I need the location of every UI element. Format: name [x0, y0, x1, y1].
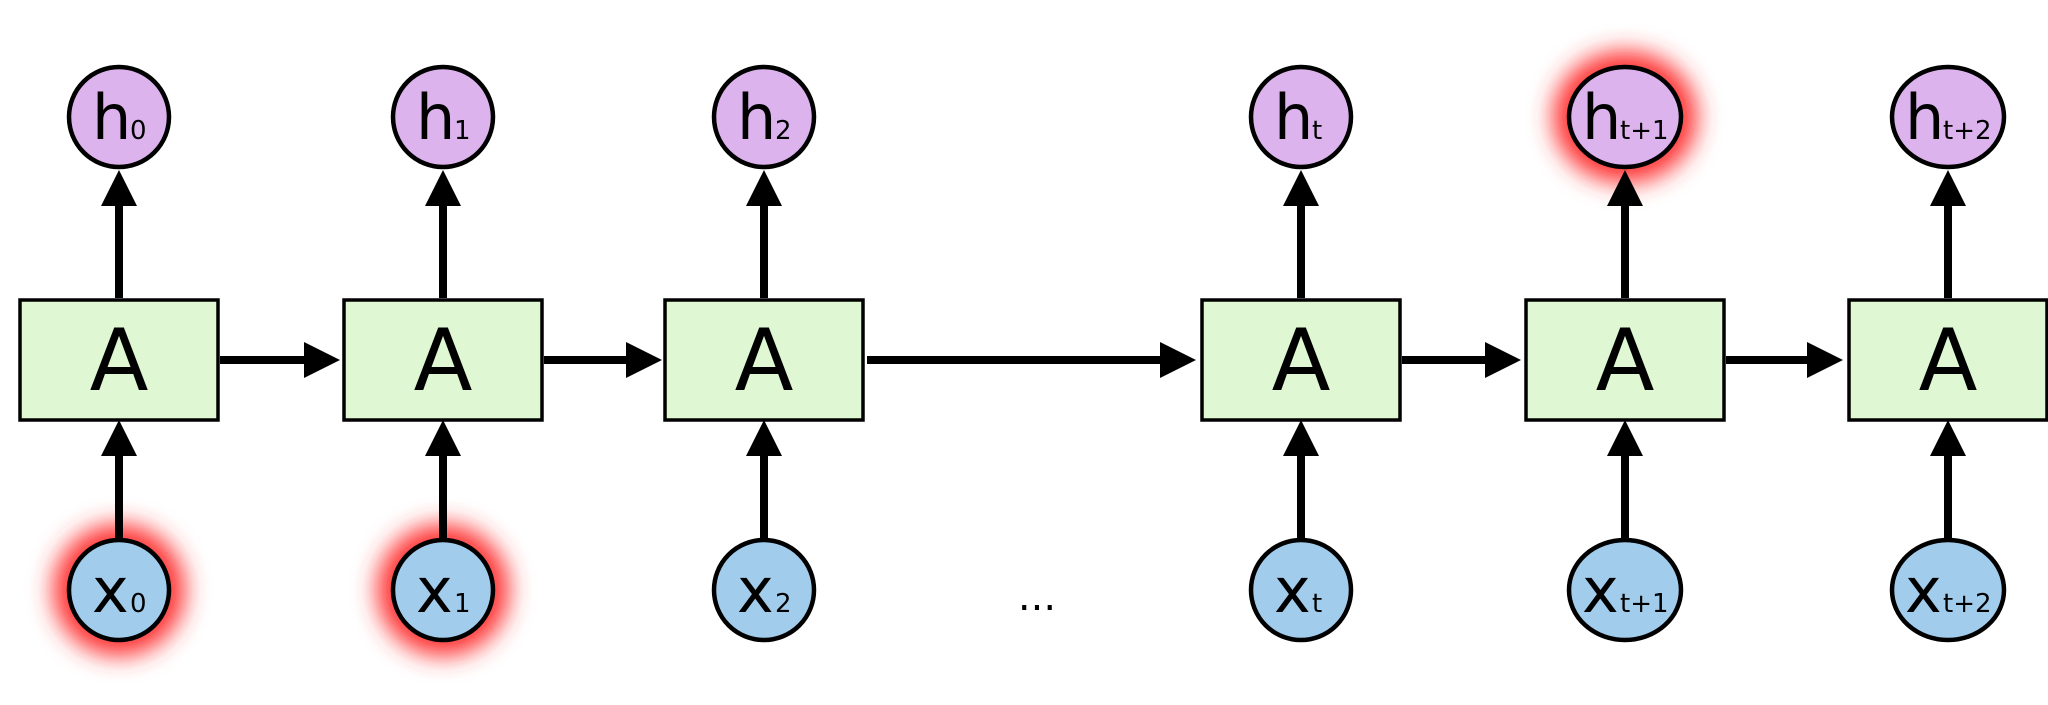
recurrent-arrow-0-1 [220, 342, 340, 378]
input-label: x [1274, 554, 1311, 627]
cell-1: A [342, 298, 544, 422]
output-arrow-1 [425, 170, 461, 298]
output-subscript: 2 [775, 116, 792, 146]
recurrent-arrow-t+1-t+2 [1726, 342, 1843, 378]
cell-label: A [414, 311, 473, 411]
output-subscript: 0 [130, 116, 147, 146]
cell-box [663, 298, 865, 422]
input-label: x [737, 554, 774, 627]
cell-label: A [1596, 311, 1655, 411]
output-circle [390, 64, 496, 170]
input-subscript: t+1 [1620, 589, 1669, 619]
input-subscript: 1 [454, 589, 471, 619]
output-arrow-0 [101, 170, 137, 298]
output-label: h [92, 81, 131, 154]
cell-label: A [1919, 311, 1978, 411]
cell-box [18, 298, 220, 422]
cell-box [342, 298, 544, 422]
output-arrow-t+1 [1607, 170, 1643, 298]
cell-t+2: A [1847, 298, 2048, 422]
input-arrow-0 [101, 420, 137, 541]
input-circle [1566, 537, 1684, 643]
cell-label: A [735, 311, 794, 411]
cell-box [1524, 298, 1726, 422]
output-label: h [1905, 81, 1944, 154]
recurrent-arrow-1-2 [544, 342, 662, 378]
input-label: x [416, 554, 453, 627]
cell-2: A [663, 298, 865, 422]
output-subscript: t+1 [1620, 116, 1669, 146]
input-arrow-t+2 [1930, 420, 1966, 541]
output-node-t: ht [1248, 64, 1354, 170]
recurrent-arrow-2-t [867, 342, 1196, 378]
ellipsis: ... [1018, 574, 1056, 620]
input-subscript: t [1312, 589, 1322, 619]
input-circle [711, 537, 817, 643]
input-subscript: 0 [130, 589, 147, 619]
output-label: h [1274, 81, 1313, 154]
recurrent-arrow-t-t+1 [1402, 342, 1521, 378]
input-arrow-t+1 [1607, 420, 1643, 541]
output-subscript: t+2 [1943, 116, 1992, 146]
input-circle [1889, 537, 2007, 643]
input-label: x [1582, 554, 1619, 627]
cell-label: A [90, 311, 149, 411]
input-circle [1248, 537, 1354, 643]
cell-t: A [1200, 298, 1402, 422]
output-arrow-t+2 [1930, 170, 1966, 298]
input-arrow-2 [746, 420, 782, 541]
output-label: h [737, 81, 776, 154]
cell-0: A [18, 298, 220, 422]
output-circle [1566, 64, 1684, 170]
output-arrow-t [1283, 170, 1319, 298]
input-subscript: t+2 [1943, 589, 1992, 619]
output-node-0: h0 [66, 64, 172, 170]
output-circle [711, 64, 817, 170]
output-node-t+1: ht+1 [1566, 64, 1684, 170]
output-label: h [1582, 81, 1621, 154]
output-circle [1889, 64, 2007, 170]
input-circle [390, 537, 496, 643]
output-node-2: h2 [711, 64, 817, 170]
output-subscript: 1 [454, 116, 471, 146]
input-arrow-1 [425, 420, 461, 541]
input-arrow-t [1283, 420, 1319, 541]
output-arrow-2 [746, 170, 782, 298]
cell-box [1200, 298, 1402, 422]
cell-box [1847, 298, 2048, 422]
output-circle [66, 64, 172, 170]
output-label: h [416, 81, 455, 154]
input-subscript: 2 [775, 589, 792, 619]
output-node-t+2: ht+2 [1889, 64, 2007, 170]
output-circle [1248, 64, 1354, 170]
output-node-1: h1 [390, 64, 496, 170]
input-label: x [1905, 554, 1942, 627]
input-label: x [92, 554, 129, 627]
input-circle [66, 537, 172, 643]
cell-label: A [1272, 311, 1331, 411]
output-subscript: t [1312, 116, 1322, 146]
cell-t+1: A [1524, 298, 1726, 422]
